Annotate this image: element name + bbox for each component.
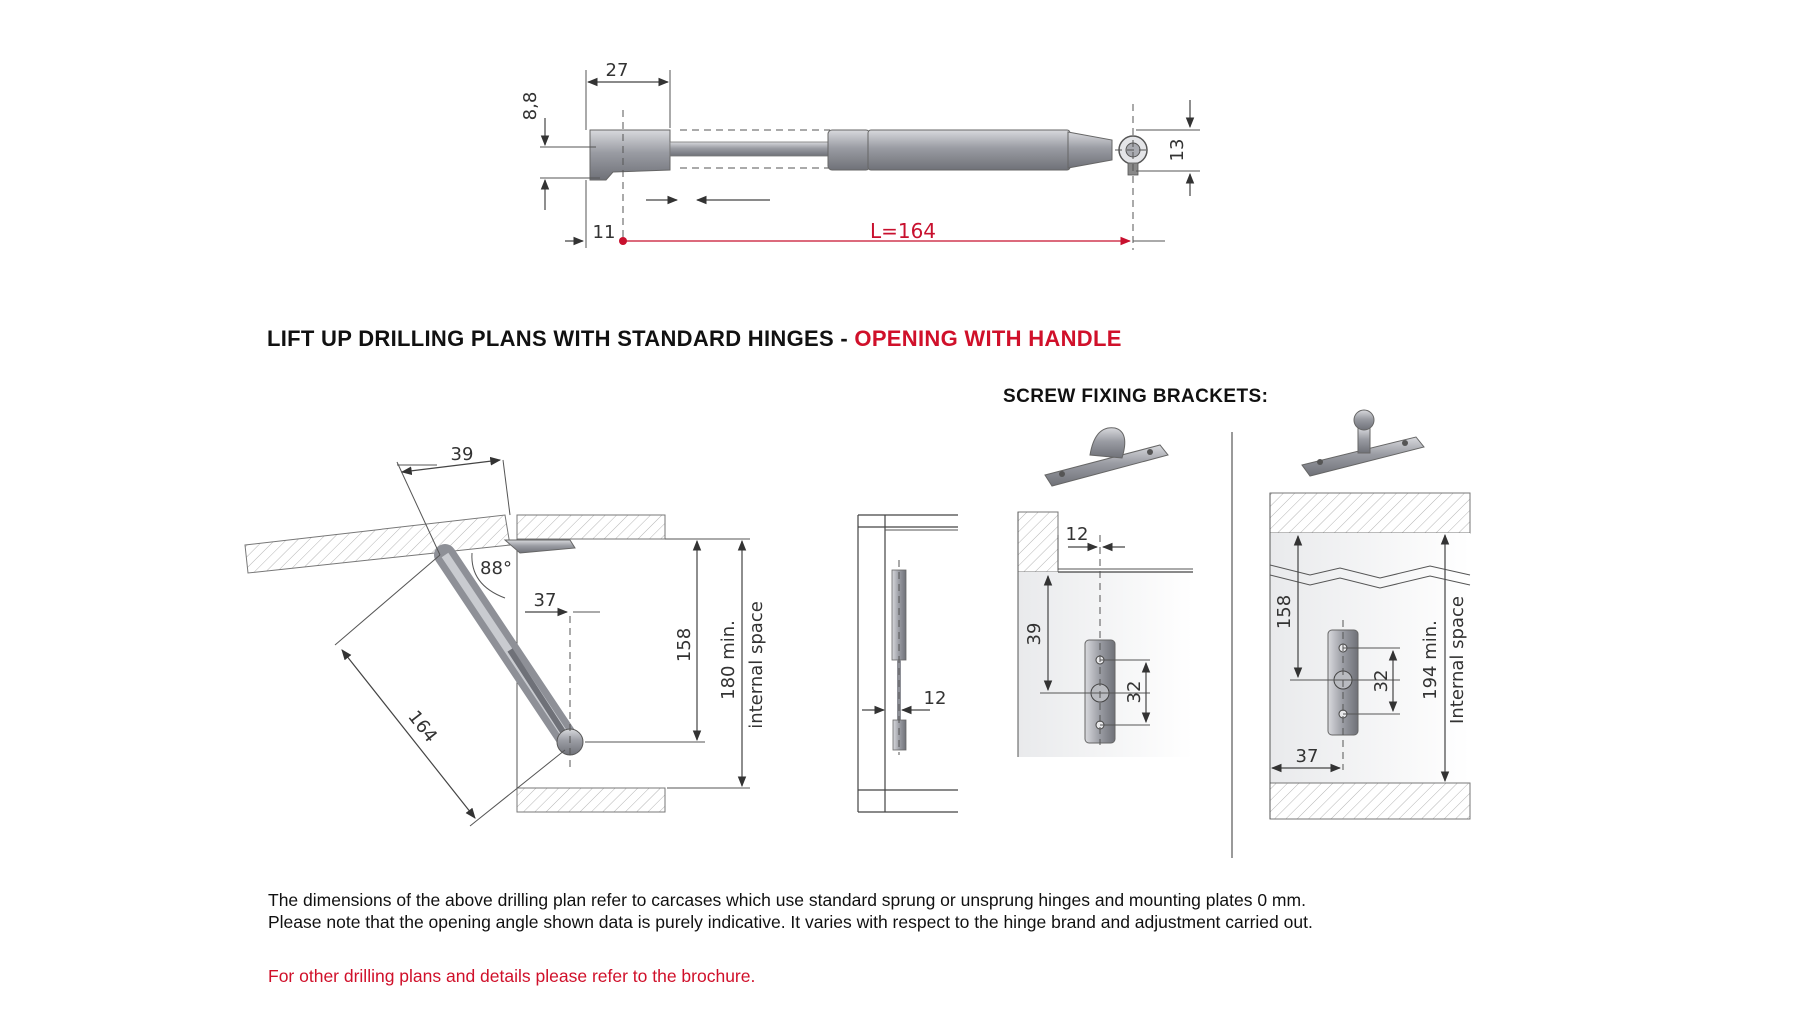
note-line-1: The dimensions of the above drilling pla… — [268, 890, 1306, 910]
dim-158-bracket: 158 — [1274, 595, 1295, 629]
dim-12-front: 12 — [924, 688, 947, 709]
gas-strut-top-view: 27 8,8 13 11 L=164 — [520, 60, 1200, 250]
dim-angle: 88° — [480, 558, 512, 579]
dim-39-bracket: 39 — [1024, 623, 1045, 646]
dim-32-bracket-a: 32 — [1124, 681, 1145, 704]
dim-39-side: 39 — [451, 444, 474, 465]
heading-main: LIFT UP DRILLING PLANS WITH STANDARD HIN… — [267, 326, 855, 351]
dim-27: 27 — [606, 60, 629, 81]
dim-164-side: 164 — [403, 707, 441, 747]
dim-32-bracket-b: 32 — [1371, 670, 1392, 693]
section-heading: LIFT UP DRILLING PLANS WITH STANDARD HIN… — [267, 326, 1122, 352]
dim-13: 13 — [1167, 139, 1188, 162]
bracket-a-diagram: 12 39 32 — [1017, 427, 1193, 757]
note-line-3: For other drilling plans and details ple… — [268, 966, 756, 986]
bracket-b-diagram: 158 32 194 min. Internal space 37 — [1269, 409, 1471, 820]
dim-11: 11 — [593, 222, 616, 243]
note-line-2: Please note that the opening angle shown… — [268, 912, 1313, 932]
dim-194: 194 min. — [1420, 620, 1441, 700]
dim-37-side: 37 — [534, 590, 557, 611]
dim-37-bracket: 37 — [1296, 746, 1319, 767]
dim-12-bracket: 12 — [1066, 524, 1089, 545]
dim-180: 180 min. — [718, 620, 739, 700]
dim-8-8: 8,8 — [520, 92, 541, 121]
dim-internal-space-b: Internal space — [1447, 596, 1468, 724]
brackets-title: SCREW FIXING BRACKETS: — [1003, 386, 1269, 407]
dim-158-side: 158 — [674, 628, 695, 662]
heading-accent: OPENING WITH HANDLE — [854, 326, 1122, 351]
front-view-diagram: 12 — [857, 514, 958, 813]
dim-internal-space: internal space — [746, 601, 767, 729]
dim-length: L=164 — [870, 219, 936, 243]
side-view-diagram: 39 88° 37 158 180 min. internal space 16… — [244, 444, 767, 827]
